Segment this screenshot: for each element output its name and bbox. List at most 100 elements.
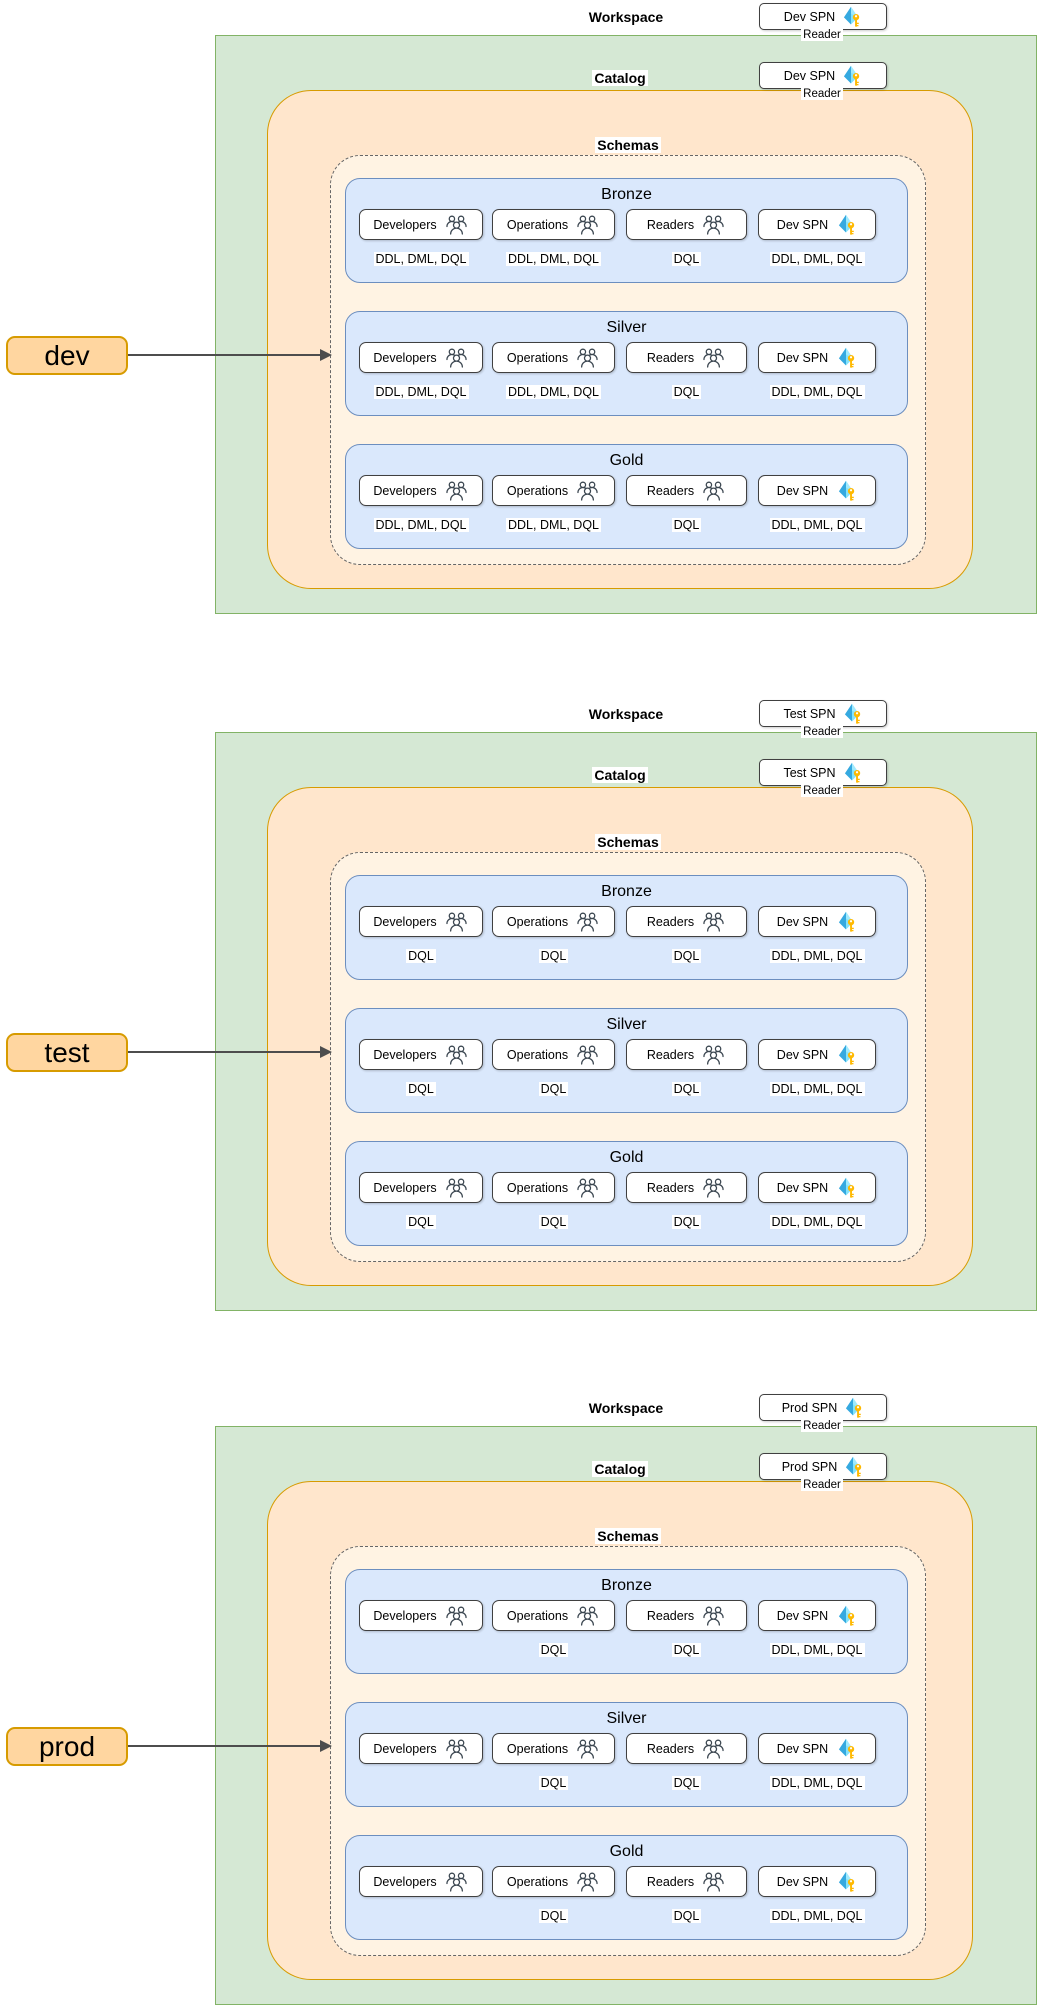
spn-chip-label: Test SPN: [783, 765, 836, 780]
operations-group-box: Operations: [492, 1039, 615, 1070]
azure-spn-icon: [839, 1044, 855, 1065]
group-label: Readers: [646, 914, 695, 929]
permission-text: DDL, DML, DQL: [506, 518, 601, 532]
group-label: Readers: [646, 1608, 695, 1623]
users-icon: [703, 481, 724, 501]
permission-label: DQL: [359, 949, 483, 964]
group-label: Readers: [646, 1741, 695, 1756]
users-icon: [577, 1606, 598, 1626]
users-icon: [577, 215, 598, 235]
group-label: Operations: [506, 350, 569, 365]
users-icon: [445, 1606, 467, 1626]
permission-label: DDL, DML, DQL: [492, 518, 615, 533]
permission-label: DDL, DML, DQL: [758, 1215, 876, 1230]
workspace-spn-role: Reader: [801, 1420, 843, 1432]
permission-text: DQL: [671, 1082, 702, 1096]
group-label: Developers: [373, 1874, 437, 1889]
group-label: Dev SPN: [776, 1608, 829, 1623]
developers-group-box: Developers: [359, 475, 483, 506]
workspace-title: Workspace: [586, 9, 666, 25]
env-arrow-line: [128, 354, 321, 356]
catalog-spn-chip: Dev SPN: [759, 62, 887, 89]
permission-label: DQL: [626, 1909, 747, 1924]
permission-text: DDL, DML, DQL: [373, 385, 469, 399]
users-icon: [445, 215, 467, 235]
users-icon: [703, 1045, 724, 1065]
group-label: Dev SPN: [776, 914, 829, 929]
group-label: Developers: [373, 483, 437, 498]
permission-label: DDL, DML, DQL: [758, 949, 876, 964]
users-icon: [703, 348, 724, 368]
catalog-title: Catalog: [592, 1461, 648, 1477]
readers-group-box: Readers: [626, 1172, 747, 1203]
azure-spn-icon: [839, 911, 855, 932]
catalog-spn-role: Reader: [801, 1479, 843, 1491]
spn-box: Dev SPN: [758, 1039, 876, 1070]
users-icon: [445, 1045, 467, 1065]
workspace-spn-chip: Dev SPN: [759, 3, 887, 30]
azure-spn-icon: [839, 1177, 855, 1198]
group-label: Readers: [646, 217, 695, 232]
permission-text: DDL, DML, DQL: [506, 385, 601, 399]
group-label: Dev SPN: [776, 350, 829, 365]
group-label: Developers: [373, 1608, 437, 1623]
azure-spn-icon: [844, 762, 860, 783]
spn-box: Dev SPN: [758, 1733, 876, 1764]
permission-label: DDL, DML, DQL: [492, 252, 615, 267]
azure-spn-icon: [839, 1871, 855, 1892]
workspace-title: Workspace: [586, 706, 666, 722]
operations-group-box: Operations: [492, 209, 615, 240]
azure-spn-icon: [839, 347, 855, 368]
schema-row-title: Gold: [609, 452, 644, 469]
group-label: Dev SPN: [776, 483, 829, 498]
permission-label: DQL: [626, 1215, 747, 1230]
group-label: Readers: [646, 350, 695, 365]
group-label: Dev SPN: [776, 1741, 829, 1756]
schemas-title: Schemas: [595, 137, 661, 153]
permission-label: DQL: [492, 1776, 615, 1791]
operations-group-box: Operations: [492, 1172, 615, 1203]
group-label: Dev SPN: [776, 1047, 829, 1062]
permission-text: DDL, DML, DQL: [769, 1082, 865, 1096]
permission-label: DQL: [492, 1215, 615, 1230]
spn-box: Dev SPN: [758, 342, 876, 373]
operations-group-box: Operations: [492, 1866, 615, 1897]
users-icon: [577, 481, 598, 501]
users-icon: [703, 1739, 724, 1759]
permission-text: DQL: [671, 1643, 702, 1657]
users-icon: [445, 481, 467, 501]
permission-text: DQL: [406, 1215, 436, 1229]
permission-label: DDL, DML, DQL: [359, 252, 483, 267]
env-arrow-head: [320, 1740, 332, 1752]
catalog-spn-role: Reader: [801, 88, 843, 100]
group-label: Operations: [506, 1741, 569, 1756]
permission-label: DDL, DML, DQL: [492, 385, 615, 400]
catalog-spn-role: Reader: [801, 785, 843, 797]
azure-spn-icon: [846, 1397, 862, 1418]
permission-text: DQL: [538, 1215, 569, 1229]
permission-label: DQL: [359, 1215, 483, 1230]
readers-group-box: Readers: [626, 1600, 747, 1631]
spn-box: Dev SPN: [758, 1866, 876, 1897]
spn-box: Dev SPN: [758, 475, 876, 506]
developers-group-box: Developers: [359, 342, 483, 373]
permission-text: DQL: [671, 252, 702, 266]
group-label: Operations: [506, 1874, 569, 1889]
env-arrow-line: [128, 1745, 321, 1747]
readers-group-box: Readers: [626, 1866, 747, 1897]
spn-box: Dev SPN: [758, 209, 876, 240]
group-label: Developers: [373, 350, 437, 365]
readers-group-box: Readers: [626, 342, 747, 373]
users-icon: [445, 1739, 467, 1759]
developers-group-box: Developers: [359, 1866, 483, 1897]
group-label: Developers: [373, 1047, 437, 1062]
catalog-spn-chip: Test SPN: [759, 759, 887, 786]
catalog-title: Catalog: [592, 70, 648, 86]
permission-text: DDL, DML, DQL: [769, 1643, 865, 1657]
permission-text: DDL, DML, DQL: [373, 518, 469, 532]
group-label: Dev SPN: [776, 1874, 829, 1889]
users-icon: [577, 912, 598, 932]
